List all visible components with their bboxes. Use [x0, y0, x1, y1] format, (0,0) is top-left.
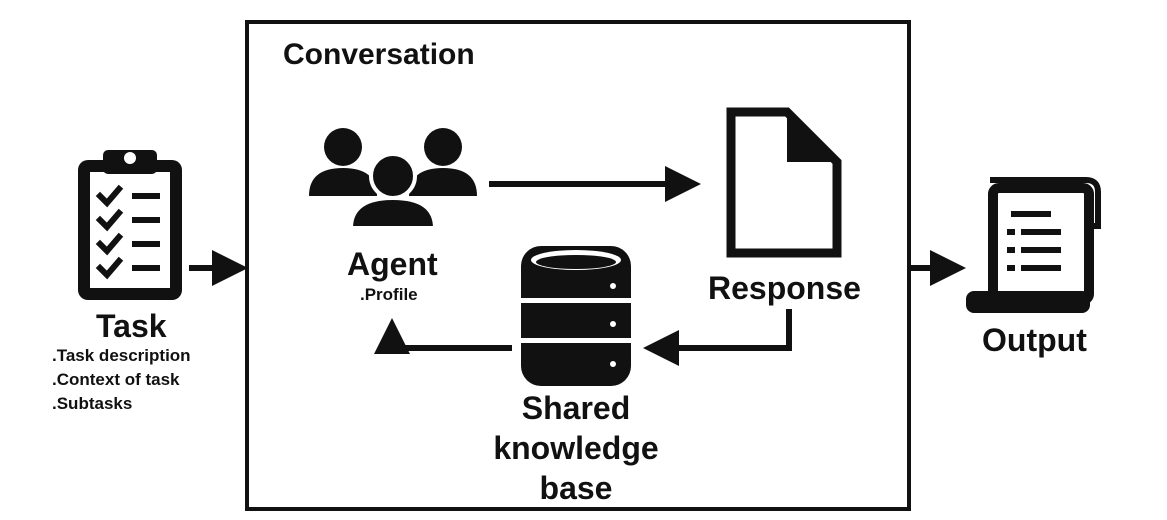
knowledge-label: Shared knowledge base — [476, 388, 676, 508]
output-label: Output — [982, 322, 1087, 358]
response-label: Response — [708, 270, 861, 306]
arrow-response-to-knowledge — [643, 309, 792, 366]
task-items: .Task description .Context of task .Subt… — [52, 344, 191, 416]
task-label: Task — [96, 308, 167, 344]
knowledge-label-line: Shared — [521, 390, 631, 426]
users-group-icon — [309, 128, 477, 230]
arrow-knowledge-to-agent — [374, 318, 512, 354]
agent-sub-label: .Profile — [360, 285, 418, 304]
task-item: .Subtasks — [52, 394, 133, 413]
scroll-list-icon — [966, 177, 1101, 313]
conversation-title: Conversation — [283, 38, 475, 71]
knowledge-label-line: knowledge — [493, 430, 659, 466]
task-item: .Context of task — [52, 370, 180, 389]
knowledge-label-line: base — [539, 470, 613, 506]
task-item: .Task description — [52, 346, 191, 365]
agent-label: Agent — [347, 246, 438, 282]
clipboard-checklist-icon — [78, 150, 182, 300]
database-icon — [521, 246, 631, 386]
document-icon — [726, 107, 842, 258]
